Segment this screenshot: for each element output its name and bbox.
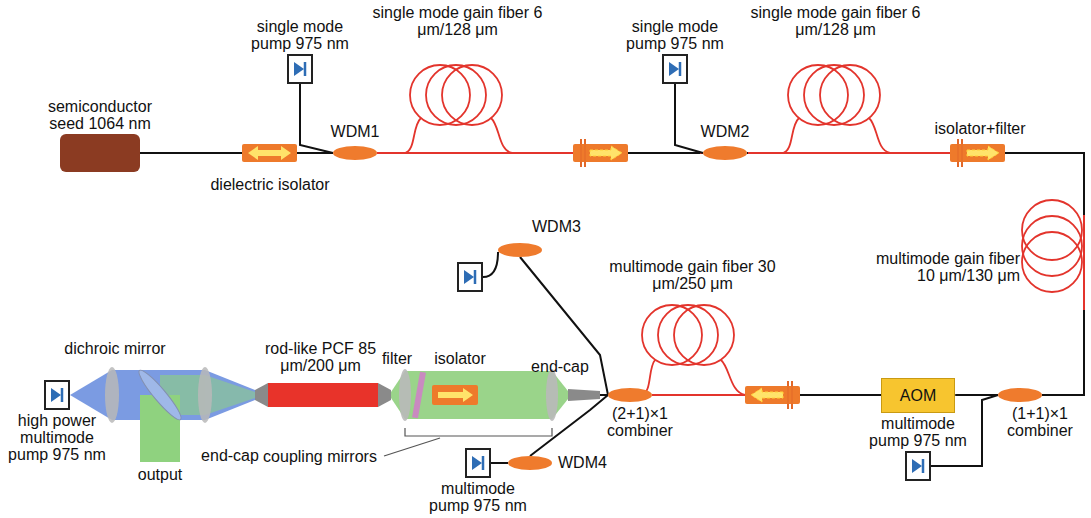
bracket [405,428,552,436]
end-cap [255,383,268,407]
free-space-optics [70,367,608,462]
part-label: end-cap [200,447,260,464]
component-label: (2+1)×1 combiner [600,405,680,439]
component-label: (1+1)×1 combiner [1000,405,1080,439]
fiber-coupler: (1+1)×1 combiner [998,388,1042,402]
pump-node: high power multimode pump 975 nm [5,380,109,463]
component-label: single mode pump 975 nm [248,18,352,52]
fiber [600,394,608,396]
fiber-coupler: WDM2 [703,146,747,160]
fiber-overlay [628,152,700,154]
part-label: single mode gain fiber 6 μm/128 μm [748,4,923,38]
lens [399,369,411,421]
component-label: AOM [900,387,936,404]
fiber-coupler: WDM1 [333,146,377,160]
gain-fiber-coil [405,118,512,153]
lens [546,369,558,421]
fiber-coupler: WDM3 [498,243,542,257]
lens [198,367,212,423]
pump-node: single mode pump 975 nm [623,18,727,84]
pump-node: multimode pump 975 nm [866,415,970,481]
part-label: rod-like PCF 85 μm/200 μm [258,340,383,374]
pump-beam [205,370,255,420]
part-label: dielectric isolator [190,176,350,193]
dichroic-mirror [135,367,185,424]
pump-diode [483,252,498,277]
component-label: multimode pump 975 nm [426,480,530,514]
pump-diode [458,263,482,291]
gain-fiber-coil [783,65,890,153]
part-label: single mode gain fiber 6 μm/128 μm [370,4,545,38]
isolator-symbol [573,139,628,167]
seed-box [60,134,140,172]
pump-icon [663,55,687,83]
leader-line [384,438,440,456]
isolator-symbol [432,385,478,405]
fiber-connector [747,153,1084,395]
component-label: WDM1 [325,123,385,140]
dielectric-isolator [242,144,297,162]
rod-pcf [268,383,378,407]
component-label: multimode pump 975 nm [866,415,970,449]
pump-icon [905,451,931,481]
output-beam [205,375,255,415]
gain-fiber-coil [642,360,745,395]
fiber-overlay [1083,215,1085,310]
fiber-connector [491,462,508,464]
gain-fiber-coil [1022,200,1082,292]
pump-icon [287,54,313,84]
modulator-box: AOM [881,378,955,413]
pump-icon [44,380,70,410]
component-label: WDM4 [558,454,618,471]
fiber-overlay [800,394,882,396]
pump-icon [466,449,490,477]
filter [412,372,426,418]
gain-fiber-coil [788,65,880,125]
part-label: multimode gain fiber 10 μm/130 μm [855,250,1020,284]
fiber-overlay [748,152,950,154]
fiber-coupler: WDM4 [508,456,552,470]
component-label: WDM2 [695,123,755,140]
pump-node: single mode pump 975 nm [248,18,352,84]
fiber-connector [520,257,608,395]
isolator-symbol [745,381,800,409]
part-label: end-cap [530,358,590,375]
fiber-connector [955,394,998,396]
pump-icon [45,381,69,409]
pump-icon [465,448,491,478]
part-label: isolator [425,350,495,367]
part-label: dichroic mirror [45,340,185,357]
part-label: filter [372,350,422,367]
signal-beam [405,371,552,419]
lens [105,367,119,423]
component-label: WDM3 [532,218,592,235]
part-label: output [130,466,190,483]
fiber-coupler: (2+1)×1 combiner [608,388,652,402]
fiber-connector [300,84,333,153]
fiber-connector [377,152,703,154]
pump-diode [458,252,498,291]
gain-fiber-coil [783,118,890,153]
end-cap [378,383,391,407]
gain-fiber-coil [410,65,502,125]
gain-fiber-coil [405,65,512,153]
component-label: semiconductor seed 1064 nm [40,98,160,132]
gain-fiber-coil [642,305,745,395]
isolator-filter-symbol [950,139,1005,167]
end-cap [568,389,600,401]
pump-icon [906,452,930,480]
fiber-connector [140,152,333,154]
pump-node: multimode pump 975 nm [426,448,530,514]
component-label: high power multimode pump 975 nm [5,412,109,463]
part-label: isolator+filter [915,120,1045,137]
gain-fiber-coil [642,305,734,365]
fiber-connector [675,84,703,153]
part-label: multimode gain fiber 30 μm/250 μm [605,258,780,292]
part-label: coupling mirrors [250,448,390,465]
pump-icon [662,54,688,84]
component-label: single mode pump 975 nm [623,18,727,52]
pump-icon [288,55,312,83]
seed-laser: semiconductor seed 1064 nm [40,98,160,172]
